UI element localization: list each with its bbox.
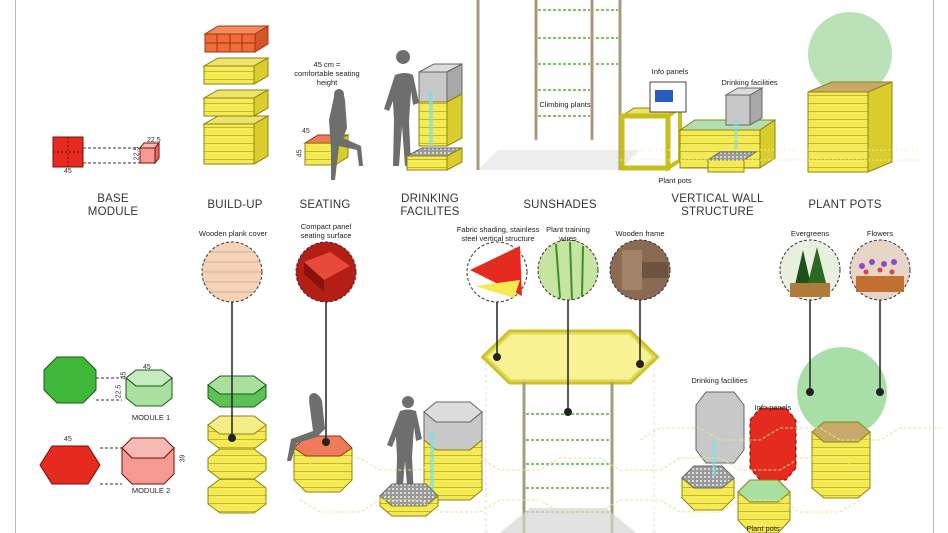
- frame-line-right: [933, 0, 934, 533]
- dim-45-seat-a: 45: [302, 128, 310, 135]
- label-drinking-facilities-bottom: Drinking facilities: [691, 376, 748, 385]
- dim-45-module2: 45: [64, 436, 72, 443]
- hex-plant-pot-drawing: [797, 347, 887, 499]
- label-plant-pots-bottom: Plant pots: [746, 524, 780, 533]
- dim-39-module2: 39: [179, 454, 187, 463]
- hex-drinking-drawing: [379, 396, 483, 517]
- hex-modules-drawing: [39, 356, 175, 485]
- label-plant-training-wires: Plant training wires: [546, 225, 590, 243]
- label-plant-pots-top: Plant pots: [658, 176, 692, 185]
- dim-22-5-base-v: 22.5: [133, 146, 141, 161]
- label-flowers: Flowers: [866, 229, 894, 238]
- frame-line-left: [15, 0, 16, 533]
- label-compact-panel: Compact panel seating surface: [300, 222, 352, 240]
- material-circle-compact-panel: [295, 241, 357, 446]
- dim-45-seat-b: 45: [296, 149, 304, 158]
- caption-base-module: BASE MODULE: [87, 193, 139, 218]
- caption-vertical-wall: VERTICAL WALL STRUCTURE: [671, 193, 764, 218]
- label-wooden-plank-cover: Wooden plank cover: [198, 229, 268, 238]
- hex-build-up-drawing: [207, 375, 267, 514]
- hex-sunshade-drawing: [480, 329, 660, 533]
- vertical-wall-drawing: [619, 81, 777, 173]
- caption-plant-pots: PLANT POTS: [808, 199, 882, 211]
- hex-vertical-wall-drawing: [681, 391, 797, 533]
- material-circle-wooden-frame: [609, 239, 671, 368]
- build-up-drawing: [202, 25, 270, 165]
- label-info-panels-bottom: Info panels: [754, 403, 792, 412]
- plant-pots-drawing: [807, 12, 893, 173]
- caption-build-up: BUILD-UP: [207, 199, 263, 211]
- material-circle-flowers: [849, 239, 911, 396]
- dim-45-base: 45: [64, 168, 72, 175]
- dim-22-5-base-h: 22.5: [147, 137, 161, 144]
- sunshades-drawing: [476, 0, 640, 170]
- label-info-panels-top: Info panels: [651, 67, 689, 76]
- seating-drawing: [303, 89, 363, 180]
- material-circle-evergreens: [779, 239, 841, 396]
- label-seating-height: 45 cm = comfortable seating height: [294, 60, 360, 87]
- ground-grid-bottom: [299, 427, 940, 513]
- drinking-drawing: [384, 50, 463, 171]
- dim-45-module1-v: 45: [120, 371, 128, 380]
- label-evergreens: Evergreens: [790, 229, 830, 238]
- dim-45-module1: 45: [143, 364, 151, 371]
- label-fabric-shading: Fabric shading, stainless steel vertical…: [456, 225, 540, 243]
- label-module-2: MODULE 2: [131, 486, 171, 495]
- material-circle-wooden-plank: [201, 241, 263, 442]
- label-module-1: MODULE 1: [131, 413, 171, 422]
- ground-grid-top: [620, 149, 920, 161]
- material-circle-plant-wires: [537, 239, 599, 416]
- dim-22-5-module1: 22.5: [115, 384, 123, 399]
- base-module-drawing: [52, 136, 161, 168]
- caption-sunshades: SUNSHADES: [523, 199, 597, 211]
- label-climbing-plants: Climbing plants: [539, 100, 591, 109]
- material-circle-fabric-shading: [466, 241, 528, 361]
- label-wooden-frame: Wooden frame: [615, 229, 665, 238]
- caption-drinking: DRINKING FACILITES: [400, 193, 460, 218]
- caption-seating: SEATING: [299, 199, 351, 211]
- hex-seating-drawing: [287, 393, 353, 493]
- label-drinking-facilities-top: Drinking facilities: [721, 78, 778, 87]
